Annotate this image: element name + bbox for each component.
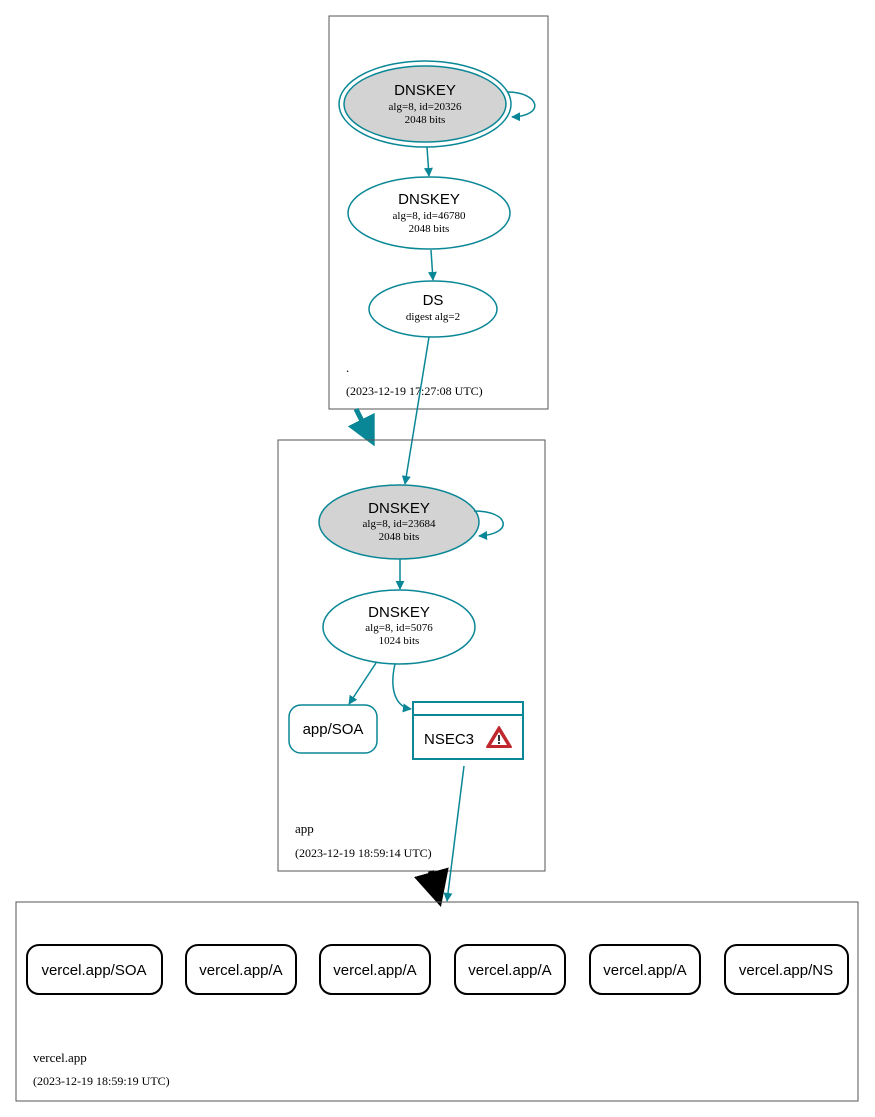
- app-to-vercel-delegation-edge: [413, 867, 449, 907]
- vercel-record-node[interactable]: vercel.app/NS: [724, 944, 849, 995]
- vercel-record-node[interactable]: vercel.app/SOA: [26, 944, 163, 995]
- app-soa-label: app/SOA: [303, 721, 364, 738]
- root-ksk-to-zsk-edge: [423, 146, 433, 177]
- zone-root: DNSKEY alg=8, id=20326 2048 bits DNSKEY …: [328, 15, 549, 410]
- app-soa-node[interactable]: app/SOA: [288, 704, 378, 754]
- root-ksk-node[interactable]: DNSKEY alg=8, id=20326 2048 bits: [338, 60, 512, 148]
- app-zsk-title: DNSKEY: [368, 604, 430, 621]
- app-zsk-node[interactable]: DNSKEY alg=8, id=5076 1024 bits: [322, 589, 476, 665]
- vercel-record-node[interactable]: vercel.app/A: [454, 944, 566, 995]
- vercel-record-label: vercel.app/A: [333, 962, 416, 979]
- root-ds-node[interactable]: DS digest alg=2: [368, 280, 498, 338]
- app-ksk-bits: 2048 bits: [379, 531, 420, 543]
- root-ksk-detail: alg=8, id=20326: [389, 101, 462, 113]
- app-nsec3-label: NSEC3: [424, 731, 474, 748]
- nsec3-to-vercel-edge: [443, 765, 465, 902]
- zone-vercel-name: vercel.app: [33, 1050, 87, 1065]
- root-ksk-bits: 2048 bits: [405, 114, 446, 126]
- vercel-record-label: vercel.app/A: [603, 962, 686, 979]
- zone-app-name: app: [295, 821, 314, 836]
- zone-app: DNSKEY alg=8, id=23684 2048 bits DNSKEY …: [277, 439, 546, 872]
- app-ksk-title: DNSKEY: [368, 500, 430, 517]
- root-zsk-node[interactable]: DNSKEY alg=8, id=46780 2048 bits: [347, 176, 511, 250]
- root-ds-title: DS: [423, 292, 444, 309]
- app-zsk-detail: alg=8, id=5076: [365, 622, 433, 634]
- root-ksk-title: DNSKEY: [394, 82, 456, 99]
- root-ds-to-app-ksk-edge: [401, 336, 430, 485]
- root-ds-detail: digest alg=2: [406, 311, 460, 323]
- vercel-record-label: vercel.app/A: [199, 962, 282, 979]
- root-zsk-detail: alg=8, id=46780: [393, 210, 466, 222]
- zone-root-timestamp: (2023-12-19 17:27:08 UTC): [346, 384, 483, 398]
- vercel-record-label: vercel.app/NS: [739, 962, 833, 979]
- zone-app-timestamp: (2023-12-19 18:59:14 UTC): [295, 846, 432, 860]
- vercel-record-node[interactable]: vercel.app/A: [589, 944, 701, 995]
- zone-vercel-timestamp: (2023-12-19 18:59:19 UTC): [33, 1074, 170, 1088]
- root-ksk-self-loop: [506, 91, 536, 122]
- vercel-record-node[interactable]: vercel.app/A: [319, 944, 431, 995]
- vercel-record-label: vercel.app/A: [468, 962, 551, 979]
- zone-vercel-box: [15, 901, 859, 1102]
- warning-icon: [486, 726, 512, 748]
- app-zsk-to-nsec3-edge: [392, 663, 412, 713]
- app-ksk-node[interactable]: DNSKEY alg=8, id=23684 2048 bits: [318, 484, 480, 560]
- root-to-app-delegation-edge: [347, 407, 375, 447]
- zone-app-box: [277, 439, 546, 872]
- app-nsec3-node[interactable]: NSEC3: [412, 701, 524, 760]
- app-ksk-detail: alg=8, id=23684: [363, 518, 436, 530]
- app-zsk-to-soa-edge: [348, 662, 377, 705]
- root-zsk-to-ds-edge: [427, 249, 437, 281]
- root-zsk-bits: 2048 bits: [409, 223, 450, 235]
- vercel-record-node[interactable]: vercel.app/A: [185, 944, 297, 995]
- root-zsk-title: DNSKEY: [398, 191, 460, 208]
- zone-root-name: .: [346, 360, 349, 375]
- zone-root-box: [328, 15, 549, 410]
- app-ksk-self-loop: [473, 510, 504, 541]
- app-zsk-bits: 1024 bits: [379, 635, 420, 647]
- zone-vercel: vercel.app/SOA vercel.app/A vercel.app/A…: [15, 901, 859, 1102]
- vercel-record-label: vercel.app/SOA: [41, 962, 146, 979]
